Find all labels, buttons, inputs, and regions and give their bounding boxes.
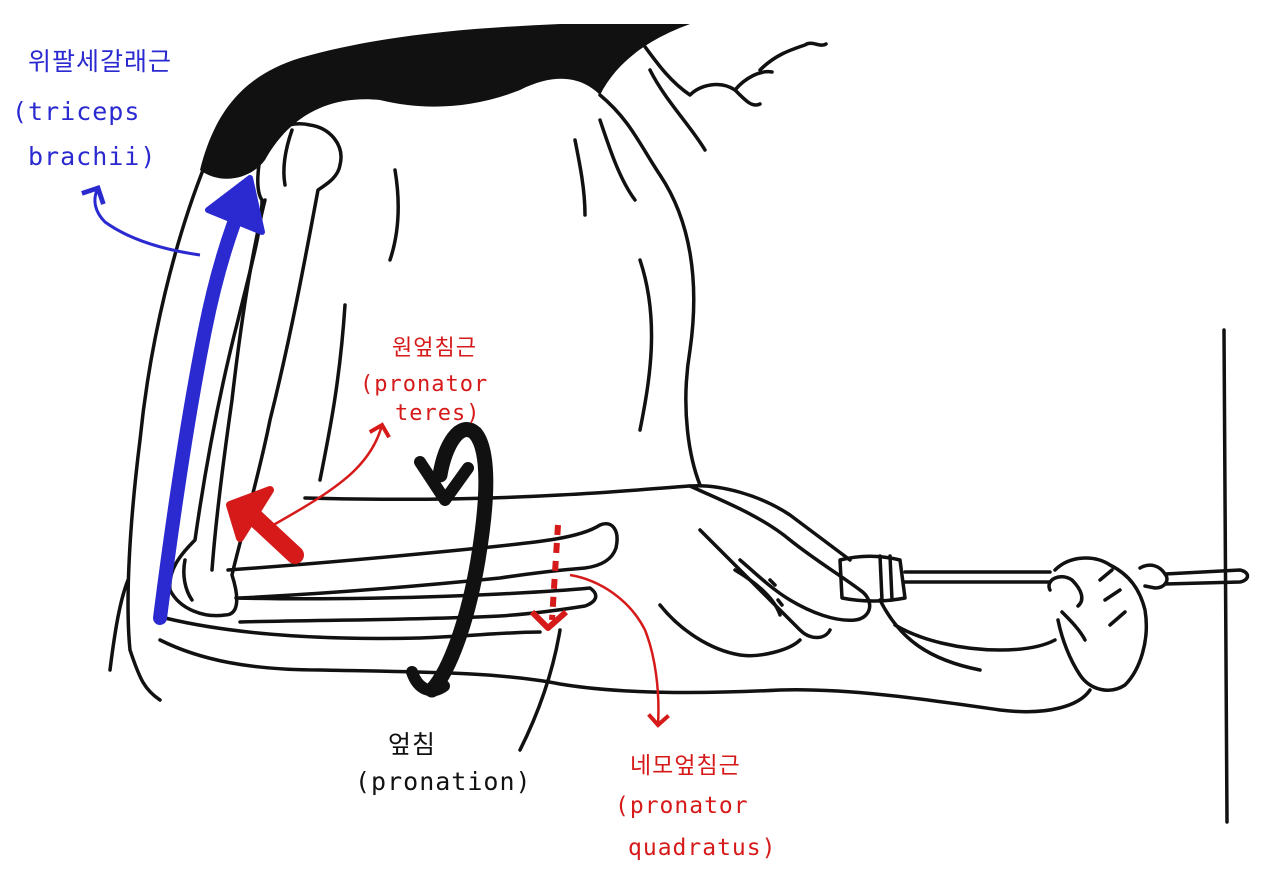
torso-fold <box>573 138 587 217</box>
back-line <box>388 168 401 262</box>
grip-finger-3 <box>1098 568 1127 627</box>
pronator-quadratus-label-en2: quadratus) <box>628 835 777 861</box>
wall-line <box>1222 328 1229 824</box>
armpit-curve <box>318 303 347 482</box>
wrist-line <box>893 623 1057 652</box>
pronator-teres-label-en2: teres) <box>395 401 481 426</box>
pronation-label-ko: 엎침 <box>388 730 437 759</box>
lower-body-line <box>518 628 562 752</box>
triceps-label-ko: 위팔세갈래근 <box>28 47 173 76</box>
forearm-outline-top <box>303 484 852 562</box>
hair-shape <box>200 24 690 179</box>
finger-detail <box>768 578 784 607</box>
knuckle-lines <box>698 528 832 640</box>
palm-lines <box>733 568 782 617</box>
tool-shaft <box>903 570 1052 584</box>
radius-bone <box>226 522 619 600</box>
humerus-detail <box>182 558 194 602</box>
grip-finger-1 <box>1047 575 1084 608</box>
triceps-arrow <box>81 175 265 625</box>
tool-tip <box>1138 563 1250 590</box>
left-hand-wrist <box>878 598 982 672</box>
pronator-teres-arrow <box>226 422 391 564</box>
pronator-teres-label-en1: (pronator <box>360 372 489 397</box>
tool-handle <box>838 554 907 603</box>
forearm-line <box>163 616 542 641</box>
pronator-quadratus-label-en1: (pronator <box>615 793 749 819</box>
pronator-teres-label-ko: 원엎침근 <box>392 336 477 361</box>
pronator-quadratus-arrow <box>529 524 670 728</box>
torso-curve <box>638 258 654 432</box>
neck-outline <box>638 38 828 107</box>
pronator-quadratus-label-ko: 네모엎침근 <box>630 753 741 779</box>
shirt-line <box>108 578 130 672</box>
tool-ring <box>878 554 894 602</box>
chest-line <box>598 118 637 202</box>
jaw-line <box>648 68 707 152</box>
shoulder-outline <box>598 93 702 487</box>
grip-finger-2 <box>1060 610 1087 642</box>
upper-arm-outer <box>126 163 207 702</box>
grip-hand <box>1053 556 1149 692</box>
ulna-bone <box>234 586 598 624</box>
humerus-detail <box>282 128 294 187</box>
forearm-outline-bottom <box>158 638 1092 714</box>
triceps-label-en1: (triceps <box>12 97 141 126</box>
pronation-label-en: (pronation) <box>355 767 532 796</box>
triceps-label-en2: brachii) <box>28 142 157 171</box>
finger-curl <box>658 603 802 658</box>
pronation-arrow <box>406 422 494 698</box>
